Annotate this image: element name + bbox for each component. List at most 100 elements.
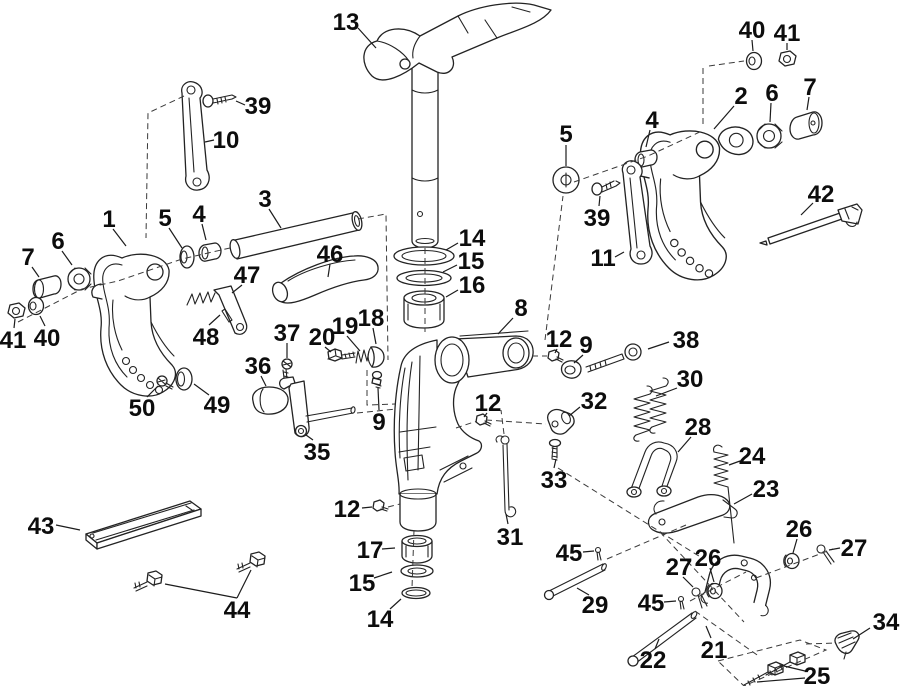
part-18-cup <box>367 346 385 368</box>
part-swivel-shaft <box>411 59 439 249</box>
part-50-bolt <box>156 375 174 390</box>
leader-line-44 <box>164 583 238 599</box>
callout-label-43: 43 <box>28 513 55 540</box>
part-6-swivel-nut-port <box>67 267 92 291</box>
part-40-washer-starboard <box>745 51 763 71</box>
callout-label-7: 7 <box>21 244 34 271</box>
callout-label-36: 36 <box>245 353 272 380</box>
leader-line-50 <box>146 385 159 398</box>
part-26-washer-right <box>783 552 800 570</box>
leader-line-45 <box>663 600 677 603</box>
part-40-washer-port <box>27 296 45 316</box>
callout-label-33: 33 <box>541 467 568 494</box>
callout-label-12: 12 <box>546 326 573 353</box>
leader-line-30 <box>655 387 678 397</box>
leader-line-6 <box>61 250 73 266</box>
leader-line-21 <box>705 625 712 639</box>
part-10-link <box>181 81 210 191</box>
leader-line-28 <box>677 436 692 453</box>
leader-line-45 <box>582 550 595 553</box>
part-6-swivel-nut-starboard <box>756 123 783 149</box>
leader-line-17 <box>381 547 396 550</box>
part-37-bolt <box>281 358 293 380</box>
dashed-assembly-lines <box>17 60 837 686</box>
callout-label-14: 14 <box>367 606 394 633</box>
callout-label-47: 47 <box>234 262 261 289</box>
callout-label-23: 23 <box>753 476 780 503</box>
callout-label-31: 31 <box>497 524 524 551</box>
part-14-oring-upper <box>393 246 455 266</box>
leader-line-3 <box>268 208 282 229</box>
callout-label-7: 7 <box>803 74 816 101</box>
leader-line-19 <box>346 335 361 352</box>
callout-label-25: 25 <box>804 663 831 686</box>
callout-label-45: 45 <box>638 590 665 617</box>
part-8-swivel-bracket <box>393 330 534 532</box>
part-17-bushing-lower <box>401 534 433 564</box>
leader-lines <box>13 27 871 683</box>
callout-label-45: 45 <box>556 540 583 567</box>
part-2-clamp-bracket-starboard <box>637 126 754 281</box>
part-20-bolt <box>327 348 356 362</box>
callout-label-6: 6 <box>51 228 64 255</box>
part-49-grommet <box>175 367 193 391</box>
leader-line-27 <box>828 547 841 551</box>
leader-line-44 <box>236 569 252 599</box>
callout-label-44: 44 <box>224 597 251 624</box>
leader-line-31 <box>505 513 509 525</box>
leader-line-8 <box>497 317 514 335</box>
leader-line-14 <box>445 242 459 251</box>
part-16-bushing-upper <box>403 290 445 329</box>
callout-label-39: 39 <box>245 93 272 120</box>
leader-line-35 <box>305 434 314 441</box>
leader-line-38 <box>647 341 670 350</box>
leader-line-2 <box>713 105 735 130</box>
leader-line-15 <box>373 571 393 579</box>
part-24-spring <box>713 444 735 544</box>
leader-line-14 <box>389 598 402 610</box>
part-46-handle <box>271 255 379 304</box>
leader-line-16 <box>445 289 459 298</box>
callout-label-14: 14 <box>459 225 486 252</box>
callout-label-20: 20 <box>309 324 336 351</box>
part-5-washer-starboard <box>552 166 580 194</box>
part-47-lever-spring <box>186 285 248 335</box>
leader-line-10 <box>204 139 215 143</box>
callout-label-30: 30 <box>677 366 704 393</box>
leader-line-23 <box>733 493 753 505</box>
callout-label-42: 42 <box>808 181 835 208</box>
callout-label-4: 4 <box>192 201 206 228</box>
callout-label-12: 12 <box>475 390 502 417</box>
leader-line-25 <box>783 665 806 672</box>
part-32-retainer <box>547 408 575 435</box>
part-13-steering-arm <box>363 2 552 81</box>
callout-label-15: 15 <box>349 570 376 597</box>
part-29-rod <box>543 563 607 601</box>
part-39-bolt-port <box>202 94 237 108</box>
leader-line-4 <box>201 223 207 241</box>
callout-label-9: 9 <box>372 409 385 436</box>
callout-label-22: 22 <box>640 647 667 674</box>
part-41-nut-port <box>7 302 26 319</box>
callout-label-38: 38 <box>673 327 700 354</box>
leader-line-47 <box>231 284 243 294</box>
callout-label-17: 17 <box>357 537 384 564</box>
part-35-lock-lever <box>278 376 356 438</box>
leader-line-12 <box>483 412 488 418</box>
part-15-washer-lower <box>400 564 434 578</box>
callout-label-41: 41 <box>0 327 26 354</box>
part-48-pin <box>221 308 233 323</box>
leader-line-26 <box>709 567 715 583</box>
leader-line-26 <box>792 538 798 554</box>
leader-line-5 <box>168 227 183 249</box>
leader-line-32 <box>568 406 581 417</box>
part-27-cotter-right <box>816 544 835 565</box>
part-27-cotter-left <box>691 587 708 609</box>
leader-line-24 <box>728 460 741 466</box>
callout-label-16: 16 <box>459 272 486 299</box>
callout-label-37: 37 <box>274 320 301 347</box>
leader-line-46 <box>327 263 331 278</box>
callout-label-29: 29 <box>582 592 609 619</box>
part-7-cap-port <box>32 275 62 299</box>
